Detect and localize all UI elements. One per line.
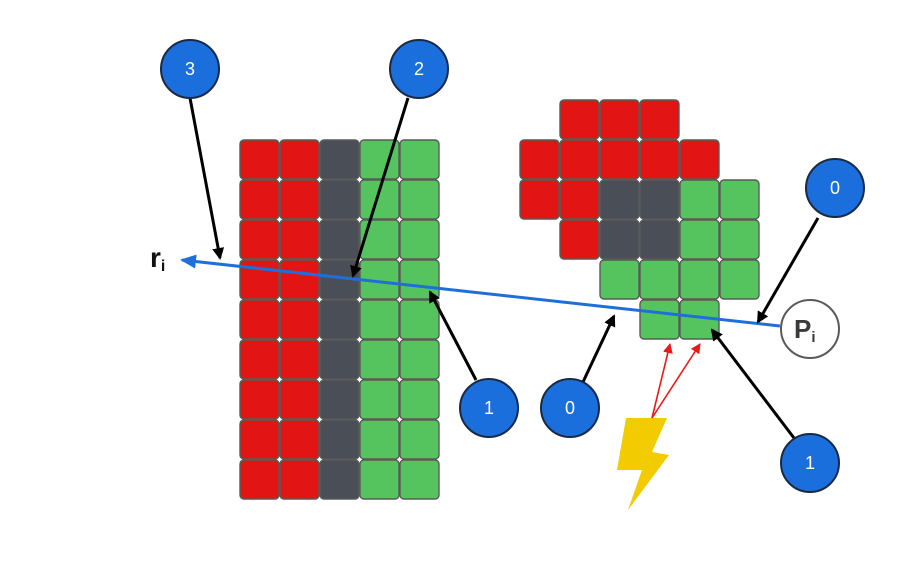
voxel-cell-green <box>719 179 760 220</box>
voxel-cell-green <box>359 379 400 420</box>
voxel-cell-red <box>239 419 280 460</box>
voxel-cell-red <box>559 179 600 220</box>
badge-3: 3 <box>160 39 220 99</box>
badge-1-left: 1 <box>459 378 519 438</box>
voxel-cell-dark <box>319 219 360 260</box>
voxel-cell-red <box>279 179 320 220</box>
voxel-cell-dark <box>319 379 360 420</box>
voxel-cell-green <box>359 419 400 460</box>
badge-2: 2 <box>389 39 449 99</box>
voxel-cell-dark <box>319 179 360 220</box>
voxel-cell-red <box>239 459 280 500</box>
ray-origin-label: ri <box>150 242 165 275</box>
svg-text:1: 1 <box>484 398 494 418</box>
badge-0-top-right: 0 <box>805 158 865 218</box>
voxel-cell-dark <box>599 179 640 220</box>
voxel-cell-green <box>399 339 440 380</box>
voxel-grid-left <box>239 139 440 500</box>
voxel-cell-dark <box>639 219 680 260</box>
voxel-cell-green <box>399 379 440 420</box>
voxel-cell-green <box>359 299 400 340</box>
voxel-cell-green <box>399 299 440 340</box>
voxel-cell-red <box>239 379 280 420</box>
arrow-badge-2 <box>350 97 410 278</box>
svg-text:2: 2 <box>414 59 424 79</box>
voxel-cell-red <box>239 219 280 260</box>
voxel-cell-green <box>639 259 680 300</box>
arrow-badge-3 <box>188 97 225 260</box>
voxel-cell-red <box>679 139 720 180</box>
voxel-cell-dark <box>599 219 640 260</box>
voxel-cell-dark <box>319 459 360 500</box>
voxel-cell-red <box>239 179 280 220</box>
voxel-cell-red <box>239 339 280 380</box>
voxel-cell-dark <box>319 299 360 340</box>
voxel-cell-red <box>599 99 640 140</box>
voxel-cell-green <box>359 339 400 380</box>
voxel-cell-green <box>679 219 720 260</box>
badge-0-bottom: 0 <box>540 378 600 438</box>
voxel-cell-red <box>279 299 320 340</box>
svg-text:Pi: Pi <box>794 314 816 346</box>
svg-text:3: 3 <box>185 59 195 79</box>
lightning-bolt-icon <box>617 418 669 510</box>
svg-text:1: 1 <box>805 453 815 473</box>
light-ray-2 <box>651 343 701 419</box>
voxel-cell-green <box>719 219 760 260</box>
voxel-cell-red <box>559 99 600 140</box>
voxel-cell-red <box>639 139 680 180</box>
voxel-cell-red <box>519 139 560 180</box>
voxel-cell-red <box>279 339 320 380</box>
voxel-cell-green <box>639 299 680 340</box>
voxel-cell-green <box>679 179 720 220</box>
pixel-subscript: i <box>811 329 815 346</box>
badge-1-bottom-right: 1 <box>780 433 840 493</box>
voxel-cell-dark <box>319 139 360 180</box>
voxel-cell-red <box>599 139 640 180</box>
voxel-cell-green <box>359 219 400 260</box>
arrow-badge-1-bottom-right <box>710 328 796 439</box>
voxel-cell-red <box>239 299 280 340</box>
voxel-cell-red <box>279 139 320 180</box>
voxel-cell-dark <box>319 339 360 380</box>
voxel-grid-right <box>519 99 760 340</box>
voxel-cell-green <box>599 259 640 300</box>
voxel-cell-green <box>359 459 400 500</box>
svg-text:0: 0 <box>830 178 840 198</box>
voxel-cell-green <box>679 259 720 300</box>
pixel-label: P <box>794 314 811 344</box>
voxel-cell-red <box>559 219 600 260</box>
voxel-cell-green <box>719 259 760 300</box>
voxel-cell-red <box>279 259 320 300</box>
voxel-cell-dark <box>319 419 360 460</box>
voxel-cell-green <box>399 459 440 500</box>
arrow-badge-0-top-right <box>756 217 820 324</box>
ray-origin-subscript: i <box>161 258 165 275</box>
voxel-cell-green <box>399 219 440 260</box>
arrow-badge-0-bottom <box>581 314 616 383</box>
voxel-cell-green <box>359 139 400 180</box>
pixel-node: Pi <box>780 299 840 359</box>
voxel-cell-red <box>559 139 600 180</box>
voxel-cell-red <box>279 219 320 260</box>
arrow-badge-1-left <box>428 290 478 381</box>
voxel-cell-red <box>239 139 280 180</box>
svg-text:0: 0 <box>565 398 575 418</box>
voxel-cell-green <box>399 419 440 460</box>
voxel-cell-dark <box>639 179 680 220</box>
voxel-cell-green <box>399 139 440 180</box>
voxel-cell-green <box>399 179 440 220</box>
voxel-cell-red <box>279 379 320 420</box>
voxel-cell-green <box>359 179 400 220</box>
voxel-cell-green <box>399 259 440 300</box>
voxel-cell-red <box>639 99 680 140</box>
voxel-cell-red <box>279 459 320 500</box>
voxel-cell-red <box>279 419 320 460</box>
voxel-cell-red <box>519 179 560 220</box>
primary-ray <box>180 254 781 328</box>
light-ray-1 <box>651 343 673 419</box>
